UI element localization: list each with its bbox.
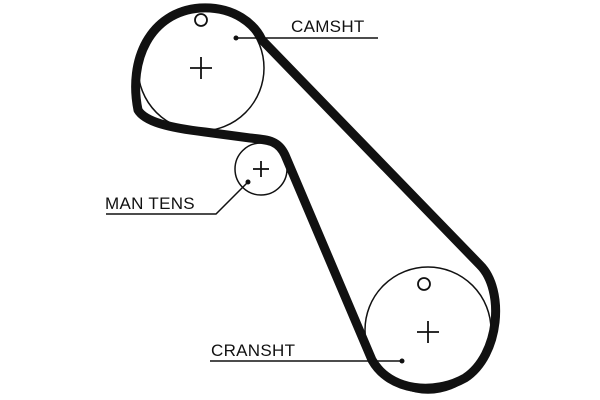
crankshaft-callout: CRANSHT	[210, 341, 405, 364]
crankshaft-label: CRANSHT	[211, 341, 295, 360]
camshaft-pulley	[137, 4, 265, 132]
camshaft-label: CAMSHT	[291, 17, 365, 36]
timing-belt	[131, 3, 501, 393]
crankshaft-timing-mark	[417, 277, 431, 291]
tensioner-label: MAN TENS	[105, 194, 195, 213]
tensioner-callout: MAN TENS	[105, 179, 251, 215]
camshaft-timing-mark	[194, 13, 208, 27]
tensioner-pulley	[234, 142, 288, 196]
camshaft-pulley-circle	[137, 4, 265, 132]
camshaft-callout: CAMSHT	[233, 17, 378, 41]
tensioner-pulley-circle	[234, 142, 288, 196]
crankshaft-pulley	[364, 266, 492, 394]
crankshaft-pulley-circle	[364, 266, 492, 394]
tensioner-leader-line	[106, 181, 249, 215]
